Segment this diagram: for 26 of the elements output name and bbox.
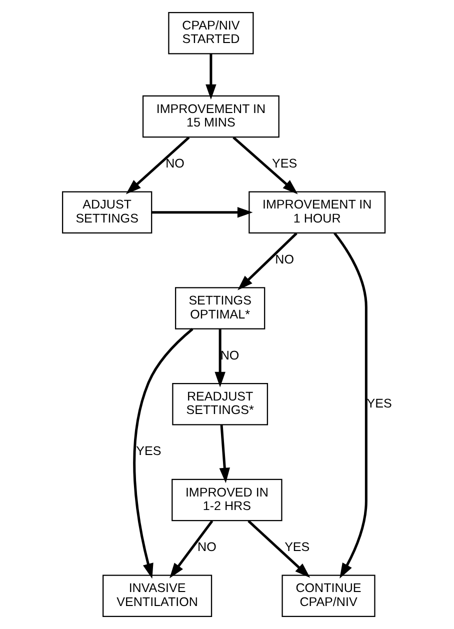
edge-label: YES — [272, 156, 297, 171]
arrow — [333, 232, 367, 578]
node-box: INVASIVE VENTILATION — [102, 574, 212, 617]
arrow — [247, 520, 310, 578]
arrow — [214, 329, 225, 388]
node-box: IMPROVEMENT IN 15 MINS — [142, 95, 279, 138]
node-box: SETTINGS OPTIMAL* — [174, 287, 265, 330]
arrow — [232, 136, 298, 194]
node-box: CONTINUE CPAP/NIV — [281, 574, 375, 617]
arrow — [151, 206, 252, 218]
arrow — [132, 328, 193, 579]
node-box: IMPROVEMENT IN 1 HOUR — [248, 191, 386, 234]
edge-label: YES — [284, 540, 310, 554]
edge-label: YES — [136, 444, 161, 458]
node-box: IMPROVED IN 1-2 HRS — [171, 478, 282, 522]
edge-label: NO — [165, 156, 184, 171]
arrow — [205, 54, 216, 100]
arrow — [218, 425, 230, 484]
edge-label: NO — [274, 252, 294, 266]
node-box: ADJUST SETTINGS — [62, 191, 152, 234]
node-box: READJUST SETTINGS* — [172, 382, 268, 426]
edge-label: NO — [197, 540, 216, 554]
node-box: CPAP/NIV STARTED — [168, 12, 254, 54]
arrow — [169, 520, 213, 578]
arrow — [237, 232, 297, 290]
arrow — [125, 136, 190, 194]
